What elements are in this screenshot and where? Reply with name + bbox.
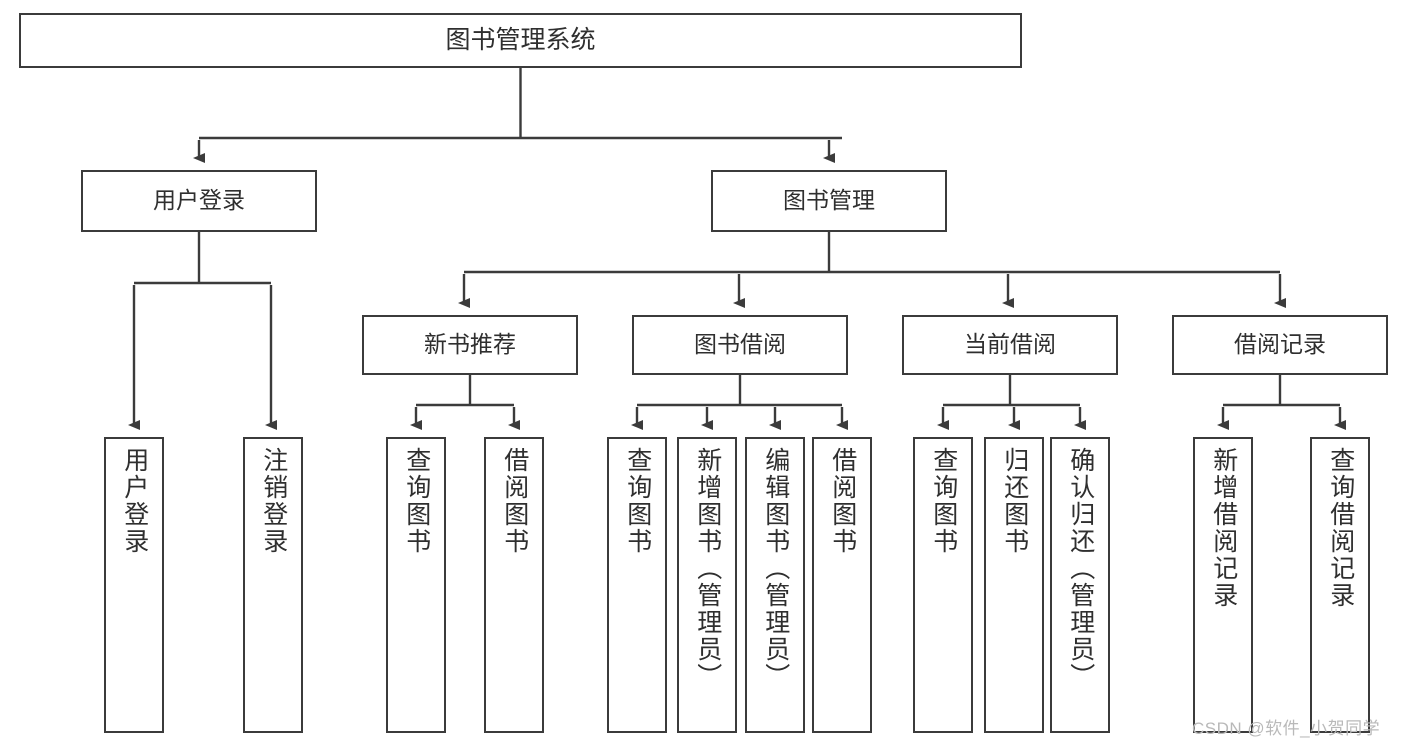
node-level3-book-borrow[interactable]: 图书借阅 — [632, 315, 848, 375]
node-level2-book-management[interactable]: 图书管理 — [711, 170, 947, 232]
node-label: 新书推荐 — [424, 331, 516, 358]
node-label: 用户登录 — [120, 447, 149, 555]
node-level2-user-login[interactable]: 用户登录 — [81, 170, 317, 232]
node-leaf-logout[interactable]: 注销登录 — [243, 437, 303, 733]
node-label: 归还图书 — [1000, 447, 1029, 555]
node-label: 借阅记录 — [1234, 331, 1326, 358]
node-leaf-borrow-book-recommend[interactable]: 借阅图书 — [484, 437, 544, 733]
node-label: 确认归还（管理员） — [1066, 447, 1095, 690]
node-label: 图书借阅 — [694, 331, 786, 358]
node-leaf-query-borrow-record[interactable]: 查询借阅记录 — [1310, 437, 1370, 733]
node-label: 图书管理 — [783, 187, 875, 214]
node-level3-borrow-record[interactable]: 借阅记录 — [1172, 315, 1388, 375]
node-leaf-confirm-return-admin[interactable]: 确认归还（管理员） — [1050, 437, 1110, 733]
node-label: 新增图书（管理员） — [693, 447, 722, 690]
node-label: 注销登录 — [259, 447, 288, 555]
node-label: 查询图书 — [623, 447, 652, 555]
node-leaf-edit-book-admin[interactable]: 编辑图书（管理员） — [745, 437, 805, 733]
node-label: 查询借阅记录 — [1326, 447, 1355, 609]
node-leaf-add-book-admin[interactable]: 新增图书（管理员） — [677, 437, 737, 733]
node-label: 用户登录 — [153, 187, 245, 214]
node-label: 查询图书 — [929, 447, 958, 555]
node-leaf-user-login[interactable]: 用户登录 — [104, 437, 164, 733]
node-leaf-add-borrow-record[interactable]: 新增借阅记录 — [1193, 437, 1253, 733]
node-leaf-return-book[interactable]: 归还图书 — [984, 437, 1044, 733]
node-label: 借阅图书 — [500, 447, 529, 555]
node-label: 编辑图书（管理员） — [761, 447, 790, 690]
node-leaf-query-book-recommend[interactable]: 查询图书 — [386, 437, 446, 733]
node-label: 当前借阅 — [964, 331, 1056, 358]
node-leaf-query-book-borrow[interactable]: 查询图书 — [607, 437, 667, 733]
node-label: 借阅图书 — [828, 447, 857, 555]
node-root[interactable]: 图书管理系统 — [19, 13, 1022, 68]
node-level3-new-book-recommend[interactable]: 新书推荐 — [362, 315, 578, 375]
csdn-watermark: CSDN @软件_小贺同学 — [1192, 719, 1381, 738]
node-label: 新增借阅记录 — [1209, 447, 1238, 609]
node-leaf-borrow-book[interactable]: 借阅图书 — [812, 437, 872, 733]
node-label: 查询图书 — [402, 447, 431, 555]
node-leaf-query-book-current[interactable]: 查询图书 — [913, 437, 973, 733]
node-label: 图书管理系统 — [445, 25, 596, 54]
node-level3-current-borrow[interactable]: 当前借阅 — [902, 315, 1118, 375]
